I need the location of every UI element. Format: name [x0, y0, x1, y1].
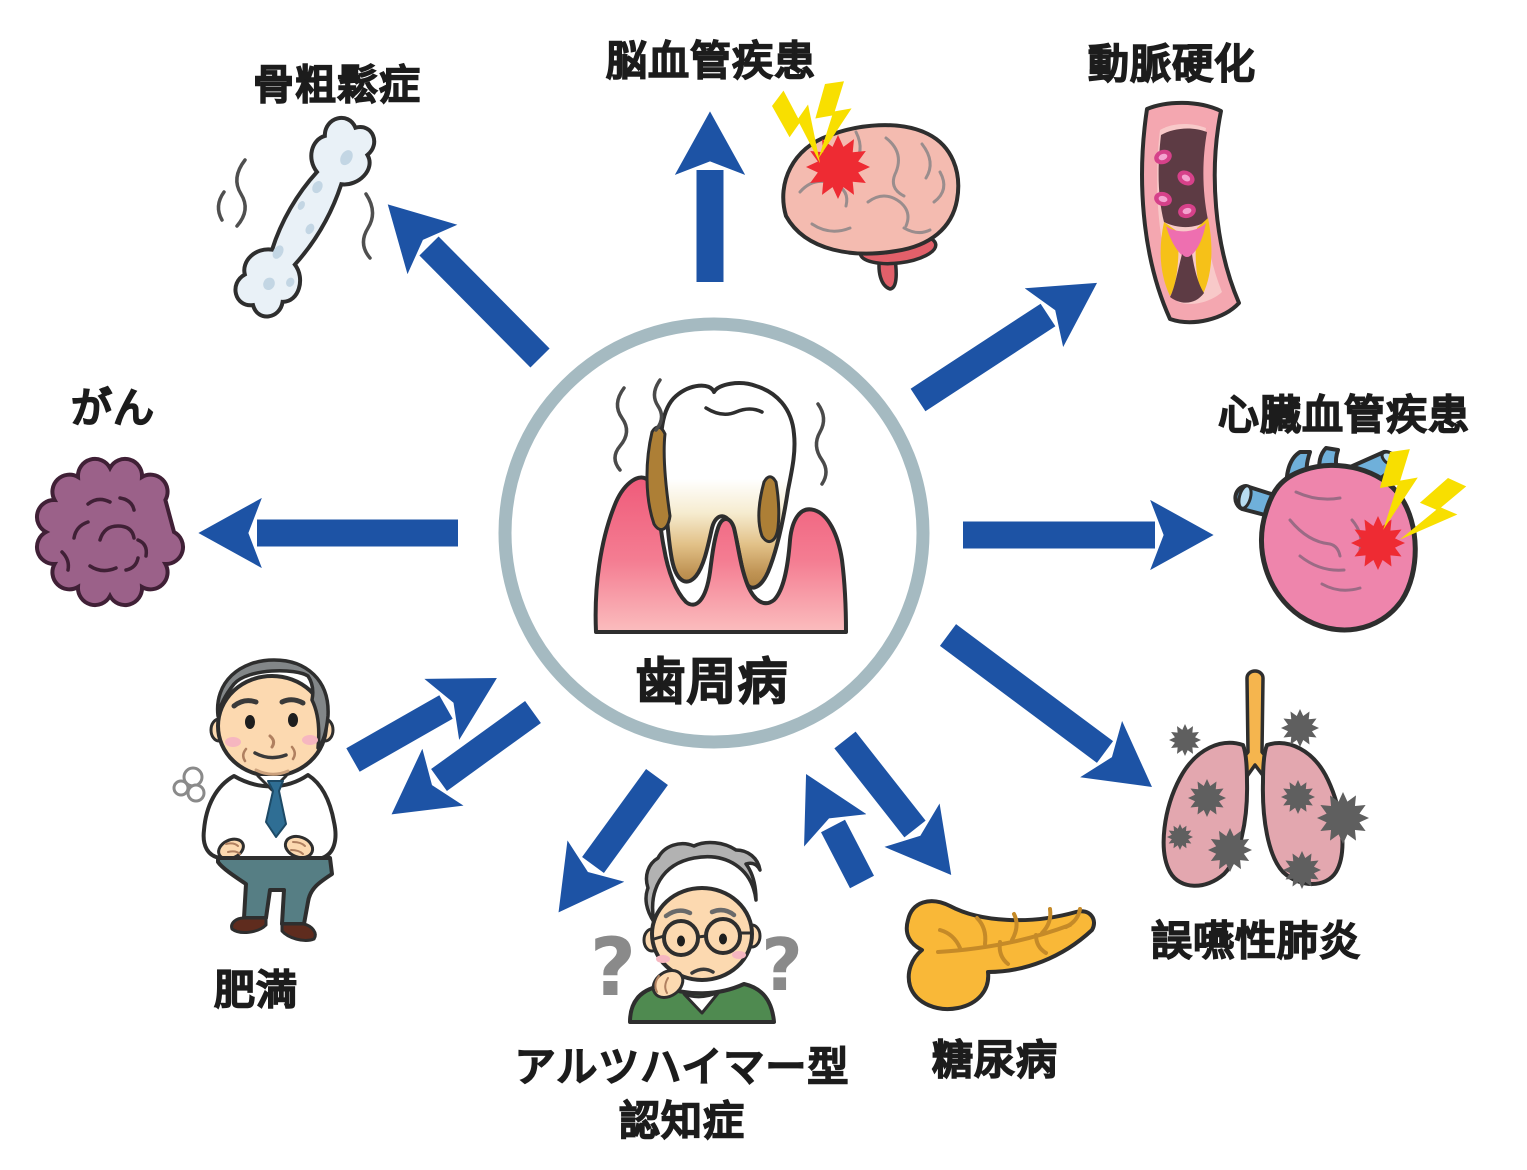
label-osteoporosis: 骨粗鬆症	[252, 60, 421, 109]
tooth-shake-lines	[613, 378, 828, 486]
bone-icon	[216, 115, 377, 319]
arrow-to-osteoporosis	[387, 204, 550, 368]
tooth-crown-line	[704, 406, 764, 416]
question-mark: ?	[590, 921, 636, 1014]
arrow-to-pneumonia	[939, 624, 1152, 788]
arrow-center-to-diabetes	[834, 731, 952, 876]
obese-man-icon	[172, 658, 338, 942]
center-circle	[498, 317, 930, 749]
label-alzheimer-line1: アルツハイマー型	[514, 1042, 850, 1091]
tumor-icon	[35, 456, 185, 608]
arrow-to-arteriosclerosis	[910, 282, 1098, 412]
hand-on-chin	[651, 969, 685, 999]
arrow-to-alzheimer	[558, 769, 668, 913]
pants	[216, 856, 334, 926]
label-cardiovascular: 心臓血管疾患	[1217, 390, 1470, 439]
lungs-icon	[1161, 669, 1369, 889]
label-diabetes: 糖尿病	[931, 1035, 1058, 1084]
sigh-puff	[172, 766, 206, 803]
label-alzheimer-line2: 認知症	[618, 1097, 745, 1146]
arrows	[198, 111, 1214, 913]
worried-eyebrow	[709, 907, 737, 918]
gray-hair	[644, 840, 762, 924]
label-aspiration-pneumonia: 誤嚥性肺炎	[1150, 916, 1361, 965]
pancreas-icon	[904, 899, 1096, 1011]
tooth-illustration	[593, 378, 848, 634]
shirt-collar	[682, 990, 721, 1015]
arrow-obesity-to-center	[346, 677, 497, 772]
label-alzheimer: アルツハイマー型 認知症	[514, 1040, 850, 1148]
right-lung	[1260, 741, 1345, 886]
shoe	[230, 916, 268, 934]
pancreatic-duct	[936, 907, 1082, 966]
question-mark: ?	[761, 923, 803, 1007]
blood-cells	[1154, 149, 1196, 219]
face	[650, 886, 754, 982]
label-cerebrovascular: 脳血管疾患	[605, 36, 816, 85]
mouth	[253, 751, 288, 760]
confused-elderly-man-icon: ? ?	[590, 840, 803, 1024]
heart-icon	[1233, 446, 1475, 633]
hair	[215, 658, 330, 750]
artery-icon	[1140, 100, 1241, 325]
narrowed-flow	[1166, 223, 1206, 258]
arrow-center-to-obesity	[391, 701, 541, 815]
tartar-left	[645, 425, 672, 532]
tie	[265, 780, 287, 838]
brain-icon	[764, 79, 961, 291]
label-periodontal-disease: 歯周病	[635, 652, 789, 711]
bone-shake-lines	[216, 158, 375, 260]
coronary-vessels	[1288, 490, 1363, 592]
worried-eyebrow	[663, 908, 693, 919]
label-arteriosclerosis: 動脈硬化	[1087, 39, 1256, 88]
frown-mouth	[690, 967, 715, 975]
shoe	[280, 922, 317, 942]
face	[216, 674, 328, 778]
label-cancer: がん	[70, 383, 155, 432]
arrow-diabetes-to-center	[804, 773, 874, 889]
tumor-texture	[60, 496, 149, 573]
label-obesity: 肥満	[213, 965, 298, 1014]
tartar-right	[757, 475, 781, 544]
